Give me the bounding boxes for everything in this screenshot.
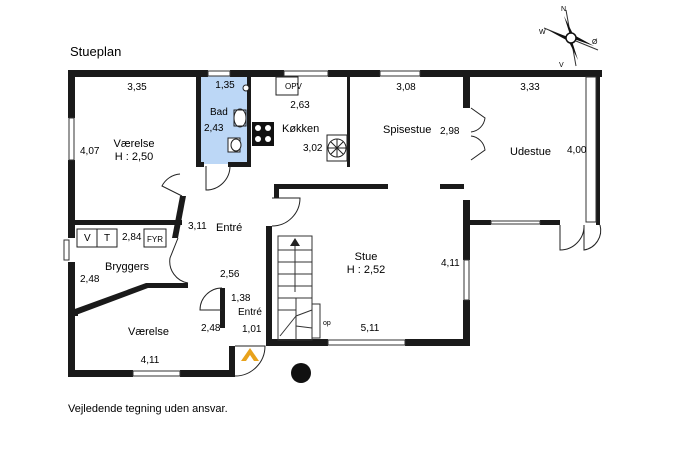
kitchen-fixtures (275, 76, 348, 162)
vaerelse1-depth: 4,07 (80, 146, 100, 157)
bryggers-dim2: 2,56 (220, 269, 240, 280)
entre2-depth: 1,38 (231, 293, 251, 304)
stue-depth: 4,11 (441, 258, 460, 269)
kokken-width: 2,63 (290, 100, 310, 111)
spisestue-width: 3,08 (396, 82, 416, 93)
compass-n: N (561, 6, 567, 13)
vaerelse2-width: 4,11 (140, 355, 160, 366)
kokken-depth: 3,02 (303, 143, 323, 154)
bathroom-fixtures (227, 84, 250, 153)
bryggers-width: 2,84 (122, 232, 142, 243)
compass-v: V (559, 62, 564, 69)
bryggers-v: V (84, 233, 91, 244)
bad-depth: 2,43 (204, 123, 224, 134)
entre2-name: Entré (238, 307, 262, 318)
udestue-depth: 4,00 (567, 145, 587, 156)
spisestue-name: Spisestue (383, 124, 432, 136)
disclaimer: Vejledende tegning uden ansvar. (68, 403, 228, 415)
kokken-opv: OPV (285, 82, 302, 91)
compass-w: W (539, 29, 546, 36)
vaerelse2-name: Værelse (128, 326, 169, 338)
drain-icon (291, 363, 311, 383)
entrance-arrow-icon (241, 348, 259, 361)
udestue-name: Udestue (510, 146, 551, 158)
spisestue-depth: 2,98 (440, 126, 460, 137)
bryggers-appliances (76, 228, 167, 248)
compass-e: Ø (592, 39, 598, 46)
vaerelse1-height: H : 2,50 (114, 151, 154, 163)
bryggers-depth: 2,48 (80, 274, 100, 285)
stue-name: Stue (354, 251, 378, 263)
bryggers-name: Bryggers (105, 261, 150, 273)
vaerelse1-width: 3,35 (127, 82, 147, 93)
kokken-name: Køkken (282, 123, 320, 135)
stue-height: H : 2,52 (346, 264, 386, 276)
udestue-width: 3,33 (520, 82, 540, 93)
entre1-width: 3,11 (188, 221, 207, 232)
vaerelse1-name: Værelse (113, 138, 155, 150)
stove-icon (252, 122, 274, 146)
bad-width: 1,35 (215, 80, 235, 91)
windows (63, 70, 597, 377)
bad-name: Bad (210, 107, 228, 118)
entre2-width: 1,01 (242, 324, 262, 335)
doors (161, 107, 602, 377)
staircase (277, 235, 321, 341)
walls (68, 70, 602, 377)
page-title: Stueplan (70, 44, 122, 59)
vaerelse2-depth: 2,48 (201, 323, 221, 334)
bryggers-fyr: FYR (147, 235, 163, 244)
compass-icon (543, 9, 599, 67)
entre1-name: Entré (216, 222, 243, 234)
stair-arrow (290, 238, 300, 246)
stue-op: op (323, 320, 331, 327)
stue-width: 5,11 (360, 323, 380, 334)
bryggers-t: T (104, 233, 111, 244)
